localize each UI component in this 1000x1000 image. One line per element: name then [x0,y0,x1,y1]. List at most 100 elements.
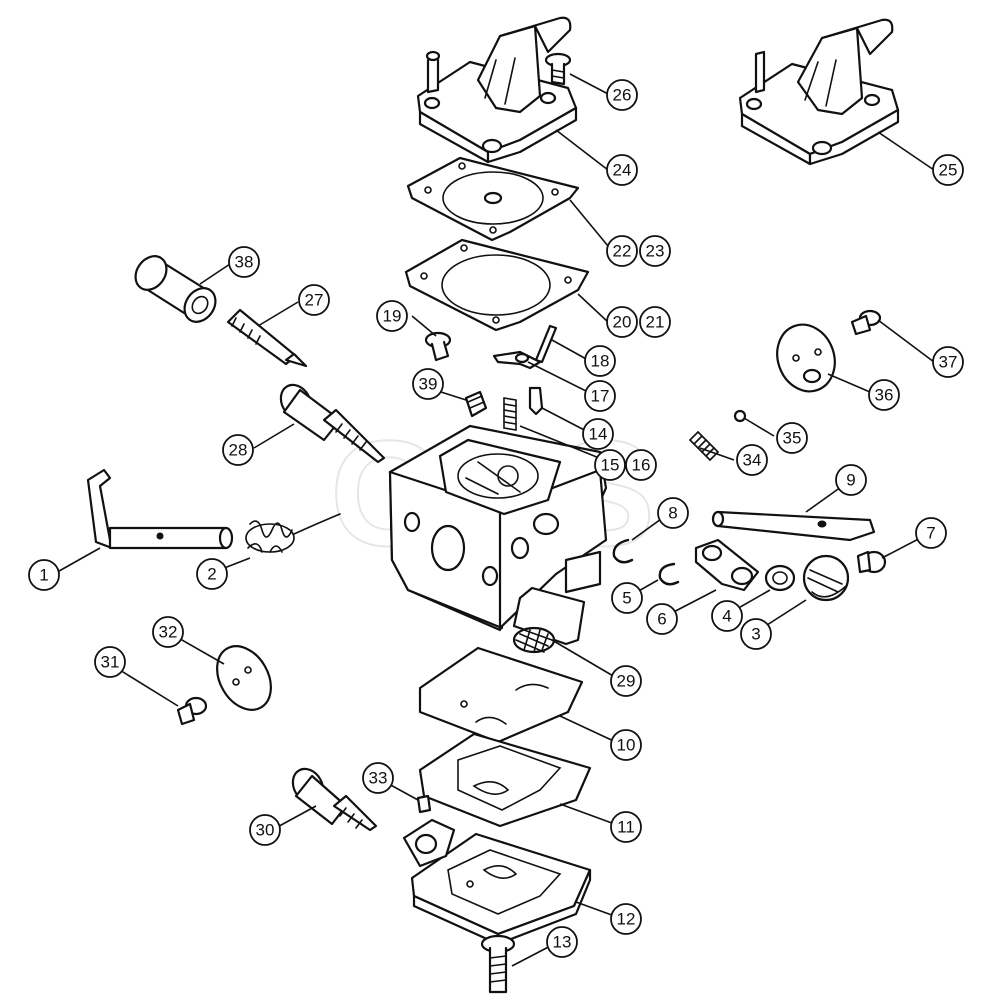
callout-34: 34 [736,444,768,476]
part-31-screw [176,696,208,726]
svg-text:13: 13 [553,933,572,952]
svg-text:11: 11 [617,818,635,837]
part-29-screen [512,626,556,654]
part-35-ball [733,409,747,423]
svg-text:15: 15 [601,456,620,475]
svg-text:24: 24 [613,161,632,180]
svg-text:32: 32 [159,623,178,642]
part-27-adjusting-screw [226,308,308,368]
svg-text:18: 18 [591,352,610,371]
callout-23: 23 [639,235,671,267]
svg-text:33: 33 [369,769,388,788]
svg-text:14: 14 [589,425,608,444]
part-39-plug [464,390,488,418]
callout-15: 15 [594,449,626,481]
svg-text:28: 28 [229,441,248,460]
callout-17: 17 [584,380,616,412]
callout-32: 32 [152,616,184,648]
callout-3: 3 [740,618,772,650]
part-33-plug [416,794,432,814]
part-15-16-spring [503,397,517,431]
part-3-knob [802,554,850,602]
svg-text:10: 10 [617,736,636,755]
svg-text:21: 21 [646,313,665,332]
part-13-screw [480,934,516,994]
svg-text:23: 23 [646,242,665,261]
callout-9: 9 [835,464,867,496]
svg-text:30: 30 [256,821,275,840]
svg-text:35: 35 [783,429,802,448]
part-11-gasket [418,732,592,828]
callout-14: 14 [582,418,614,450]
svg-text:7: 7 [926,524,935,543]
callout-6: 6 [646,603,678,635]
svg-text:38: 38 [235,253,254,272]
svg-text:26: 26 [613,86,632,105]
svg-text:4: 4 [722,607,731,626]
callout-21: 21 [639,306,671,338]
callout-33: 33 [362,762,394,794]
part-4-washer [764,564,796,592]
callout-5: 5 [611,582,643,614]
svg-text:9: 9 [846,471,855,490]
callout-8: 8 [657,497,689,529]
callout-36: 36 [868,379,900,411]
svg-text:39: 39 [419,375,438,394]
part-2-spring [245,513,341,553]
part-20-21-gasket [404,238,590,332]
callout-16: 16 [625,449,657,481]
callout-29: 29 [610,665,642,697]
callout-39: 39 [412,368,444,400]
part-18-pin [534,324,558,364]
part-30-adjusting-screw [291,767,378,832]
part-22-23-pump-diaphragm [406,156,580,242]
svg-text:2: 2 [207,565,216,584]
part-12-metering-cover [402,818,592,946]
part-1-throttle-shaft [86,468,234,550]
callout-38: 38 [228,246,260,278]
callout-22: 22 [606,235,638,267]
svg-text:31: 31 [101,653,120,672]
svg-text:20: 20 [613,313,632,332]
svg-text:17: 17 [591,387,610,406]
callout-37: 37 [932,346,964,378]
svg-text:34: 34 [743,451,762,470]
svg-text:1: 1 [39,566,48,585]
svg-text:37: 37 [939,353,958,372]
part-6-lever [694,538,760,592]
callout-25: 25 [932,154,964,186]
part-5-circlip [658,562,680,586]
svg-text:29: 29 [617,672,636,691]
svg-text:12: 12 [617,910,636,929]
part-25-pump-cover [738,18,900,166]
part-9-choke-shaft [711,510,876,542]
part-19-screw [424,331,452,362]
part-10-metering-diaphragm [418,646,584,744]
svg-text:27: 27 [305,291,324,310]
svg-text:5: 5 [622,589,631,608]
callout-30: 30 [249,814,281,846]
callout-24: 24 [606,154,638,186]
part-26-screw [544,52,572,86]
callout-4: 4 [711,600,743,632]
part-24-pump-cover [416,16,578,164]
callout-13: 13 [546,926,578,958]
svg-text:3: 3 [751,625,760,644]
callout-19: 19 [376,300,408,332]
callout-27: 27 [298,284,330,316]
callout-18: 18 [584,345,616,377]
svg-text:36: 36 [875,386,894,405]
callout-31: 31 [94,646,126,678]
callout-26: 26 [606,79,638,111]
callout-10: 10 [610,729,642,761]
svg-text:19: 19 [383,307,402,326]
part-8-circlip [612,538,634,564]
callout-28: 28 [222,434,254,466]
callout-7: 7 [915,517,947,549]
svg-text:25: 25 [939,161,958,180]
part-7-screw [856,550,887,574]
part-28-adjusting-screw [279,383,386,464]
callout-35: 35 [776,422,808,454]
callout-1: 1 [28,559,60,591]
